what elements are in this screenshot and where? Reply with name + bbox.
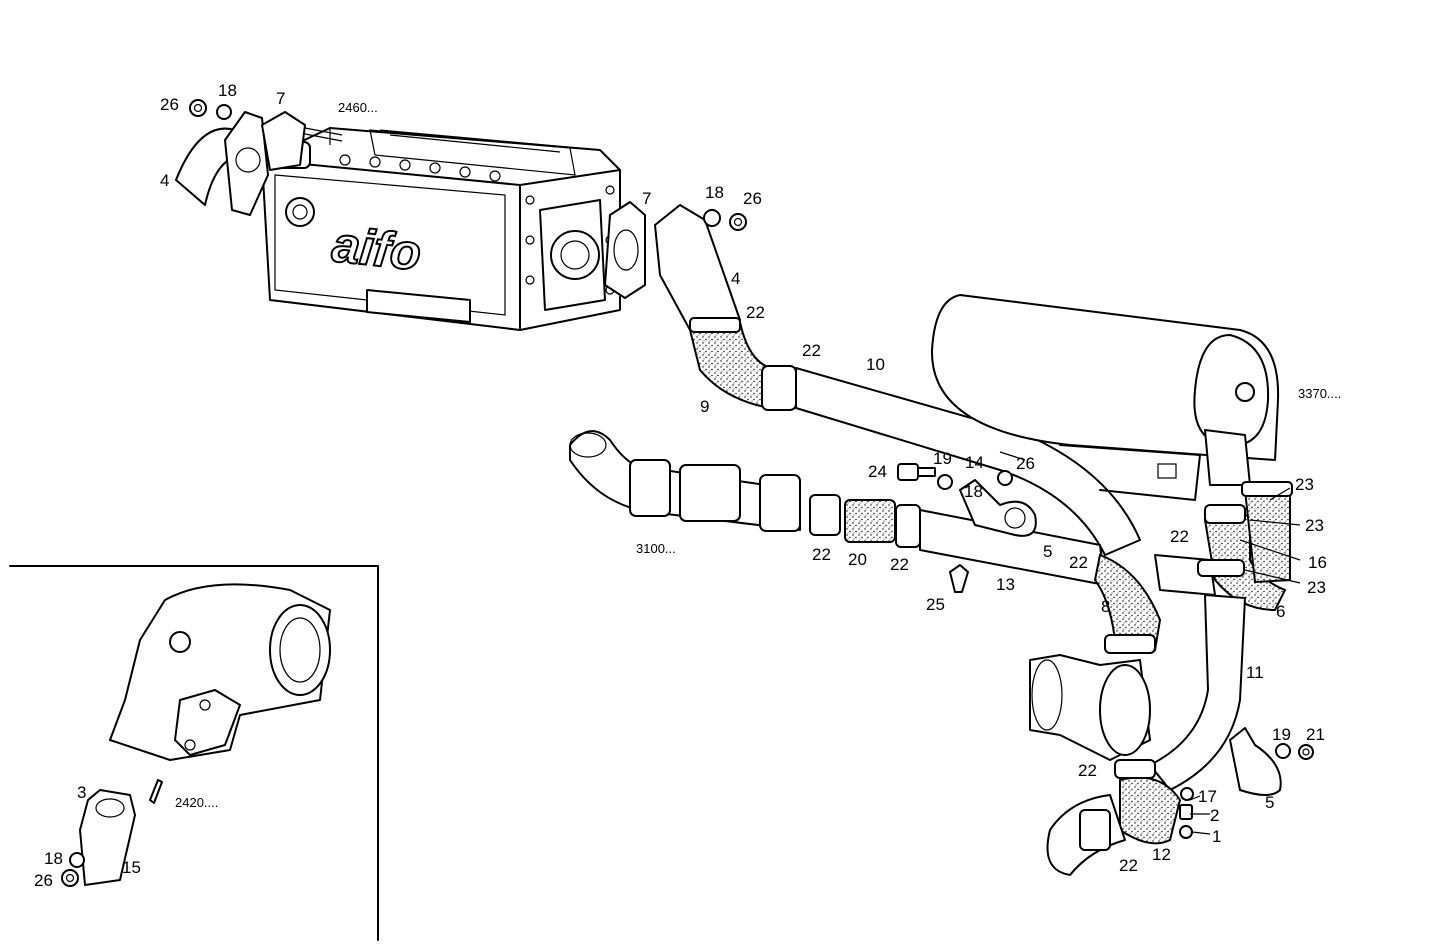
callout-4: 4	[160, 171, 169, 190]
callout-18: 18	[705, 183, 724, 202]
callout-15: 15	[122, 858, 141, 877]
callout-22: 22	[890, 555, 909, 574]
clamp-right	[1229, 727, 1314, 796]
callout-8: 8	[1101, 597, 1110, 616]
exhaust-pipe-upper	[688, 317, 1141, 556]
ref-2420: 2420....	[175, 795, 218, 810]
bolt-holes	[339, 154, 615, 295]
callout-22: 22	[1078, 761, 1097, 780]
callout-22: 22	[1170, 527, 1189, 546]
callout-11: 11	[1246, 663, 1264, 682]
ref-3100: 3100...	[636, 541, 676, 556]
callout-2: 2	[1210, 806, 1219, 825]
ref-2460: 2460...	[338, 100, 378, 115]
callout-7: 7	[642, 189, 651, 208]
callout-23: 23	[1307, 578, 1326, 597]
callout-24: 24	[868, 462, 887, 481]
callout-22: 22	[802, 341, 821, 360]
callout-23: 23	[1295, 475, 1314, 494]
callout-6: 6	[1276, 602, 1285, 621]
callout-23: 23	[1305, 516, 1324, 535]
callout-7: 7	[276, 89, 285, 108]
callout-18: 18	[964, 482, 983, 501]
callout-16: 16	[1308, 553, 1327, 572]
left-elbow-assembly	[175, 99, 343, 216]
callout-20: 20	[848, 550, 867, 569]
callout-18: 18	[44, 849, 63, 868]
callout-5: 5	[1043, 542, 1052, 561]
callout-22: 22	[1069, 553, 1088, 572]
callout-labels: 26 18 7 4 2460... 7 18 26 4 22 22 10 9 3…	[34, 81, 1341, 890]
callout-26: 26	[1016, 454, 1035, 473]
callout-13: 13	[996, 575, 1015, 594]
callout-10: 10	[866, 355, 885, 374]
callout-22: 22	[1119, 856, 1138, 875]
callout-4: 4	[731, 269, 740, 288]
callout-1: 1	[1212, 827, 1221, 846]
callout-3: 3	[77, 783, 86, 802]
outlet-pipe-lower	[1046, 759, 1194, 876]
right-elbow-assembly	[604, 201, 747, 331]
callout-26: 26	[743, 189, 762, 208]
callout-18: 18	[218, 81, 237, 100]
turbo-housing	[1029, 654, 1151, 761]
callout-26: 26	[160, 95, 179, 114]
y-junction	[1093, 481, 1293, 791]
leader-lines	[999, 451, 1301, 835]
callout-17: 17	[1198, 787, 1217, 806]
callout-19: 19	[933, 449, 952, 468]
callout-19: 19	[1272, 725, 1291, 744]
callout-25: 25	[926, 595, 945, 614]
callout-22: 22	[746, 303, 765, 322]
callout-14: 14	[965, 453, 984, 472]
aifo-logo: aifo	[329, 216, 423, 281]
callout-12: 12	[1152, 845, 1171, 864]
callout-22: 22	[812, 545, 831, 564]
callout-21: 21	[1306, 725, 1325, 744]
heat-exchanger: aifo	[261, 127, 621, 331]
callout-9: 9	[700, 397, 709, 416]
ref-3370: 3370....	[1298, 386, 1341, 401]
callout-5: 5	[1265, 793, 1274, 812]
callout-26: 26	[34, 871, 53, 890]
tailpipe-assembly	[569, 430, 1106, 586]
inset-detail	[9, 565, 379, 941]
pipe-bracket	[897, 463, 1037, 593]
